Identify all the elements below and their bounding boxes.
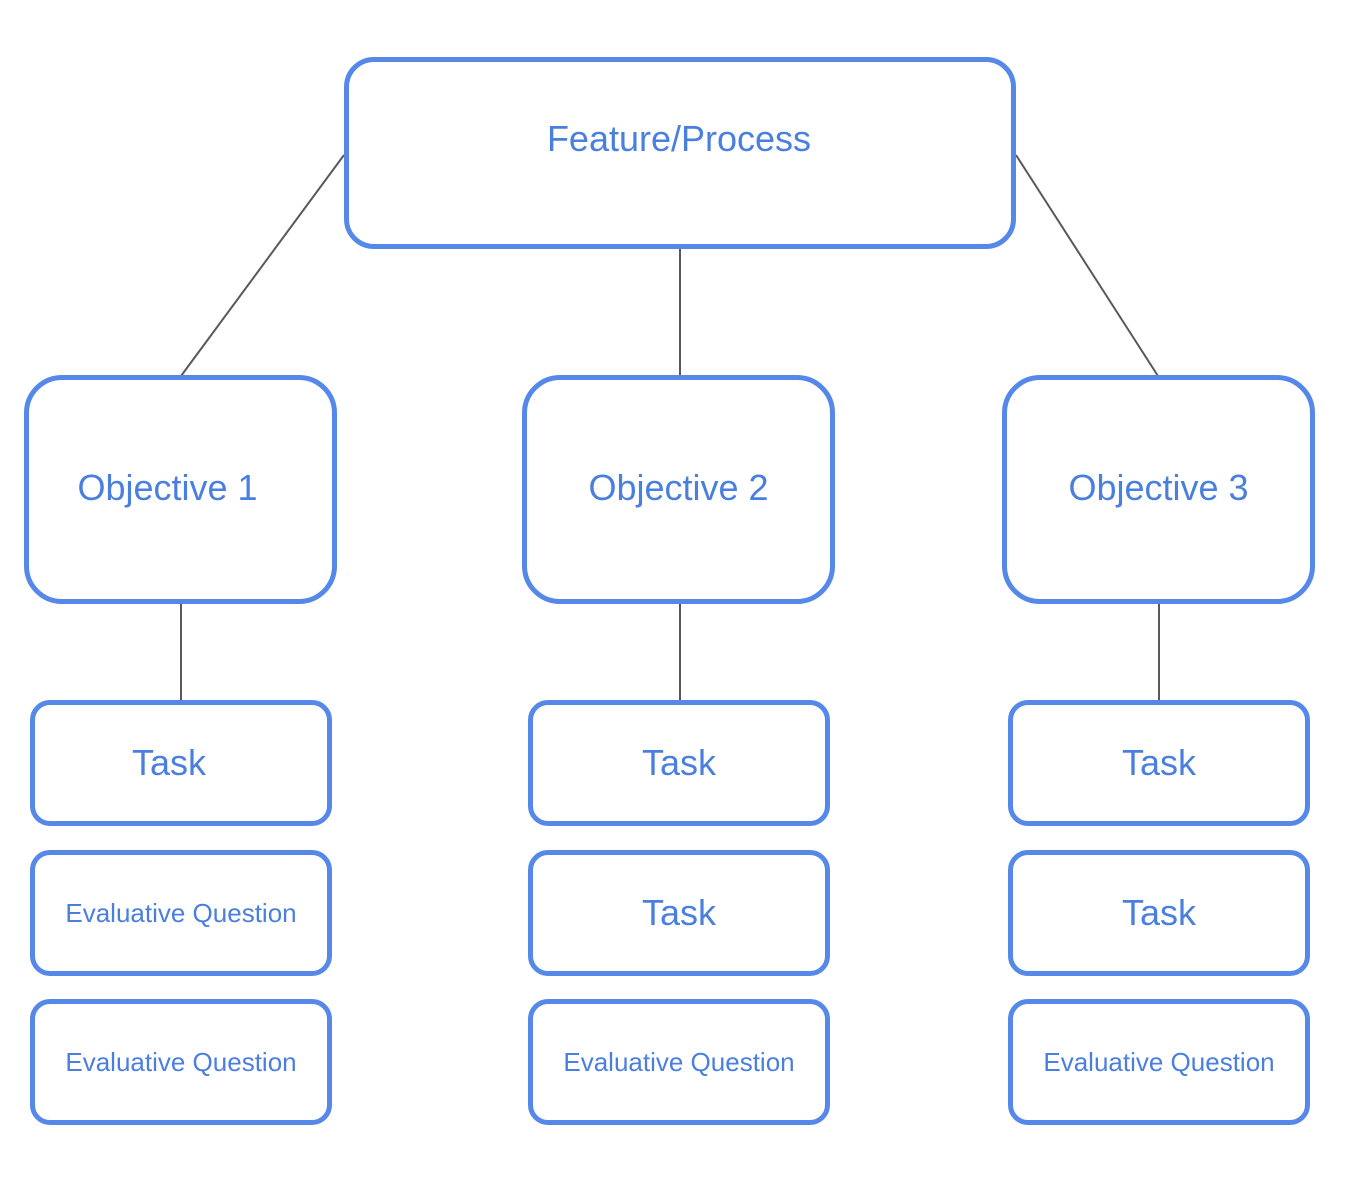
objective-node-label: Objective 1 xyxy=(77,466,258,508)
task-node: Task xyxy=(30,700,332,826)
task-node: Task xyxy=(1008,700,1310,826)
objective-node-3: Objective 3 xyxy=(1002,375,1315,604)
evaluative-question-node: Evaluative Question xyxy=(30,850,332,976)
task-node: Task xyxy=(1008,850,1310,976)
evaluative-question-label: Evaluative Question xyxy=(65,1046,297,1077)
connector-root-objective-1 xyxy=(180,154,345,377)
evaluative-question-node: Evaluative Question xyxy=(1008,999,1310,1125)
root-node-feature-process: Feature/Process xyxy=(344,57,1016,249)
task-node-label: Task xyxy=(1121,892,1197,933)
task-node-label: Task xyxy=(641,742,717,783)
objective-node-1: Objective 1 xyxy=(24,375,337,604)
task-node-label: Task xyxy=(131,742,207,783)
evaluative-question-label: Evaluative Question xyxy=(65,897,297,928)
evaluative-question-label: Evaluative Question xyxy=(563,1046,795,1077)
evaluative-question-label: Evaluative Question xyxy=(1043,1046,1275,1077)
task-node-label: Task xyxy=(641,892,717,933)
task-node: Task xyxy=(528,700,830,826)
connector-root-objective-3 xyxy=(1015,154,1159,377)
root-node-label: Feature/Process xyxy=(546,118,812,159)
evaluative-question-node: Evaluative Question xyxy=(30,999,332,1125)
evaluative-question-node: Evaluative Question xyxy=(528,999,830,1125)
objective-node-label: Objective 3 xyxy=(1068,466,1249,508)
objective-node-label: Objective 2 xyxy=(588,466,769,508)
objective-node-2: Objective 2 xyxy=(522,375,835,604)
task-node-label: Task xyxy=(1121,742,1197,783)
task-node: Task xyxy=(528,850,830,976)
